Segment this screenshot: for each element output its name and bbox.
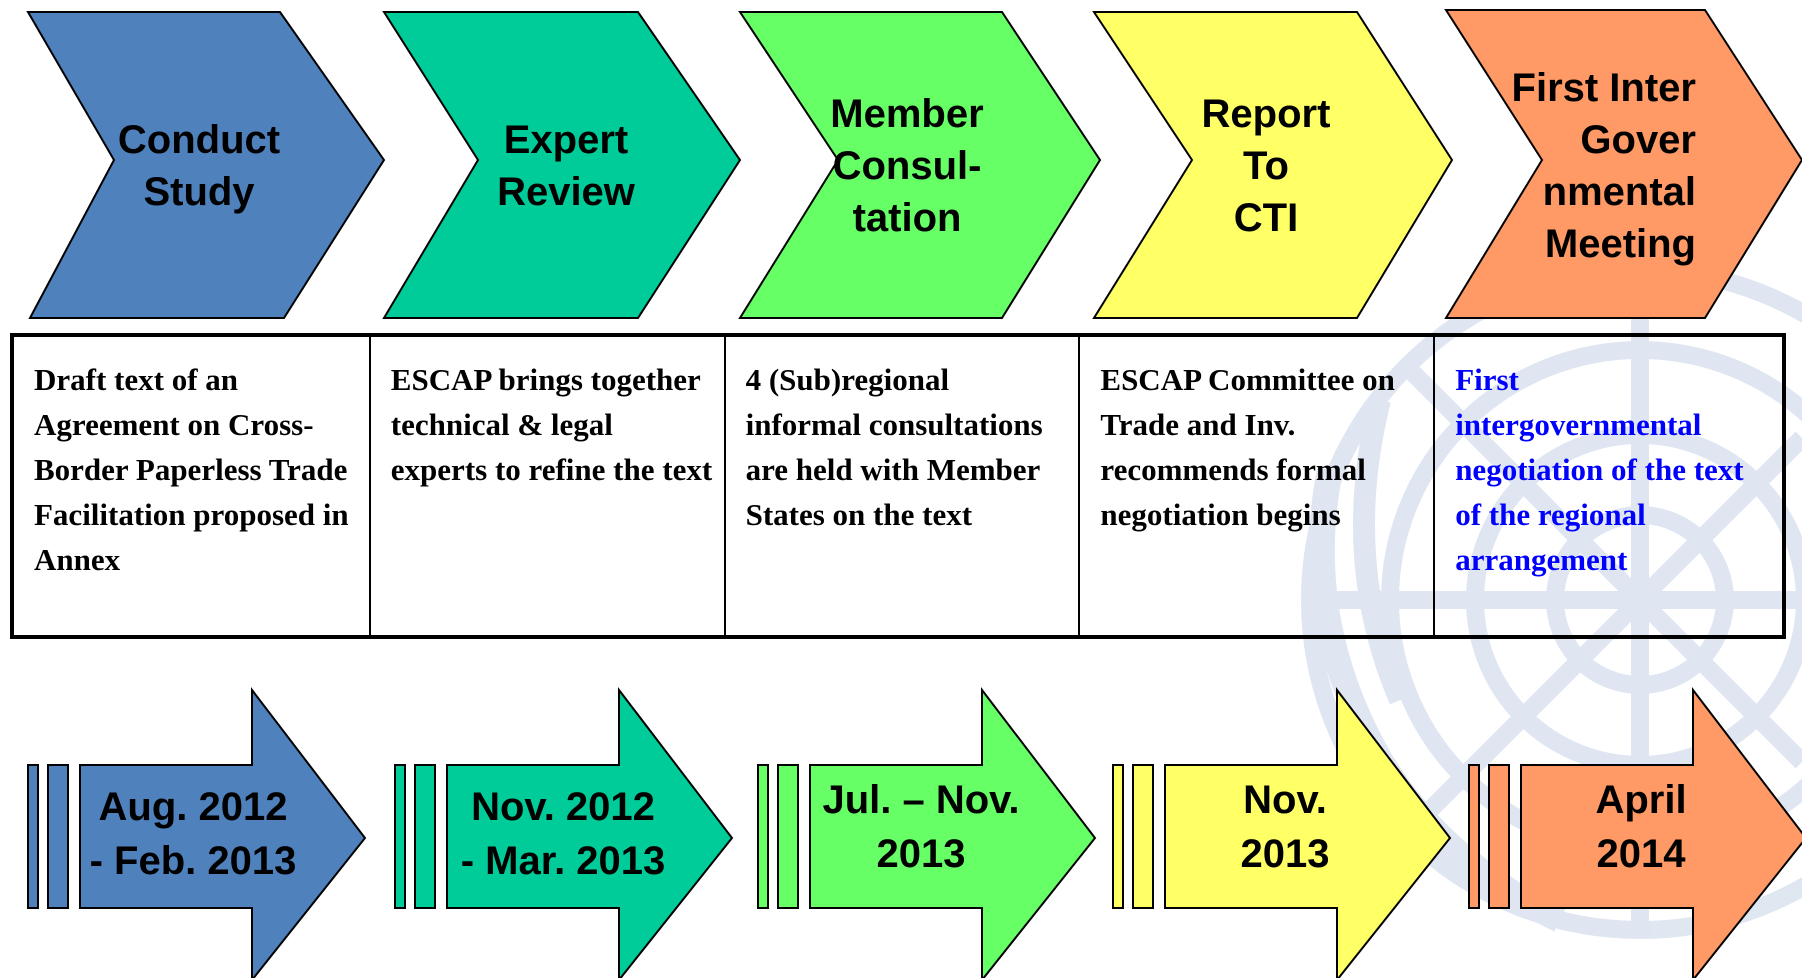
date-arrow-conduct-study <box>27 687 367 978</box>
stage-description-conduct-study: Draft text of an Agreement on Cross-Bord… <box>34 362 349 577</box>
stage-title-expert-review: Expert Review <box>497 118 635 214</box>
stage-date-member-consul-tation: Jul. – Nov. 2013 <box>822 778 1020 876</box>
stage-date-report-to-cti: Nov. 2013 <box>1240 778 1330 876</box>
stage-description-member-consul-tation: 4 (Sub)regional informal consultations a… <box>723 337 1079 635</box>
stage-date-expert-review: Nov. 2012 - Mar. 2013 <box>460 785 666 883</box>
stage-date-first-inter-gover-nmental-meeting: April 2014 <box>1595 778 1687 876</box>
stage-title-conduct-study: Conduct Study <box>117 118 281 214</box>
description-table: Draft text of an Agreement on Cross-Bord… <box>10 333 1786 639</box>
stage-chevron-first-inter-gover-nmental-meeting <box>1444 9 1802 319</box>
stage-chevron-member-consul-tation <box>738 11 1102 319</box>
stage-description-report-to-cti: ESCAP Committee on Trade and Inv. recomm… <box>1078 337 1433 635</box>
stage-chevron-report-to-cti <box>1092 11 1454 319</box>
stage-description-expert-review: ESCAP brings together technical & legal … <box>368 337 724 635</box>
date-arrow-first-inter-gover-nmental-meeting <box>1468 687 1802 978</box>
stage-title-member-consul-tation: Member Consul- tation <box>830 92 984 240</box>
stage-title-report-to-cti: Report To CTI <box>1201 92 1331 240</box>
date-arrow-expert-review <box>394 687 734 978</box>
date-arrow-report-to-cti <box>1112 687 1452 978</box>
stage-title-first-inter-gover-nmental-meeting: First Inter Gover nmental Meeting <box>1511 66 1696 266</box>
date-arrow-member-consul-tation <box>757 687 1097 978</box>
stage-chevron-expert-review <box>382 11 742 319</box>
stage-chevron-conduct-study <box>26 11 386 319</box>
stage-date-conduct-study: Aug. 2012 - Feb. 2013 <box>89 785 297 883</box>
stage-description-first-inter-gover-nmental-meeting: First intergovernmental negotiation of t… <box>1433 337 1782 635</box>
